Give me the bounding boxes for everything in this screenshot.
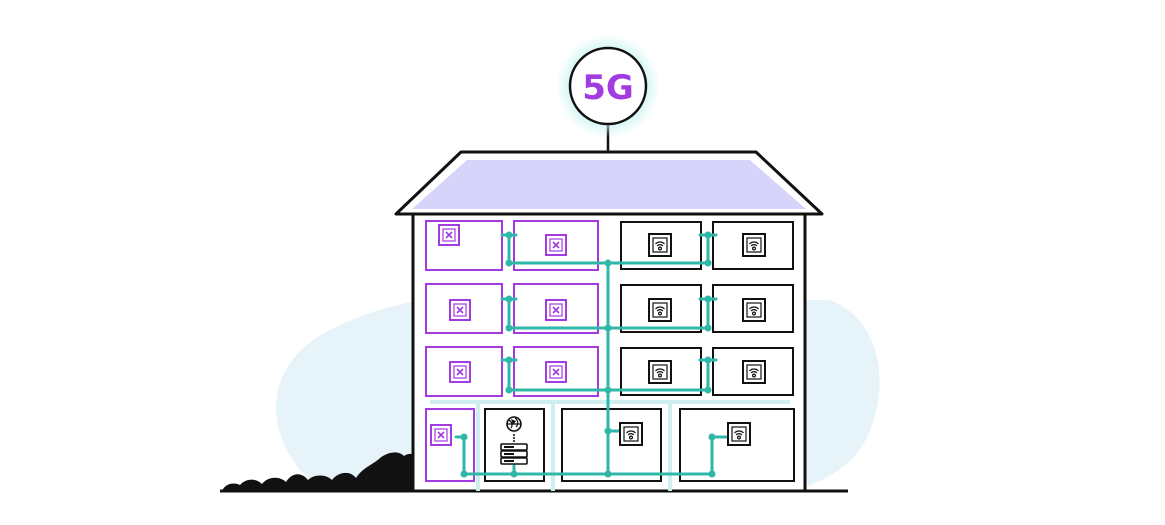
server-leds [504,446,514,462]
x-box-icon [438,224,460,246]
wifi-box-icon [742,233,766,257]
wifi-box-icon [648,360,672,384]
x-box-icon [545,234,567,256]
connector-dots [513,434,515,442]
network-junctions [460,231,716,478]
room-legacy [425,220,503,271]
x-box-icons [430,224,567,446]
wifi-box-icon [648,298,672,322]
x-box-icon [449,299,471,321]
wifi-box-icon [742,298,766,322]
roof-fill [412,160,806,209]
x-box-icon [545,361,567,383]
x-box-icon [430,424,452,446]
wifi-box-icon [619,422,643,446]
x-box-icon [545,299,567,321]
signal-badge [568,46,648,126]
ground-floor-partitions [430,400,790,491]
network-hub [500,416,528,465]
bushes [222,452,418,491]
globe-icon [506,416,522,432]
room-wifi [561,408,662,482]
wifi-box-icon [727,422,751,446]
wifi-box-icon [648,233,672,257]
x-box-icon [449,361,471,383]
wifi-box-icons [619,233,766,446]
badge-label: 5G [582,68,634,108]
wifi-box-icon [742,360,766,384]
